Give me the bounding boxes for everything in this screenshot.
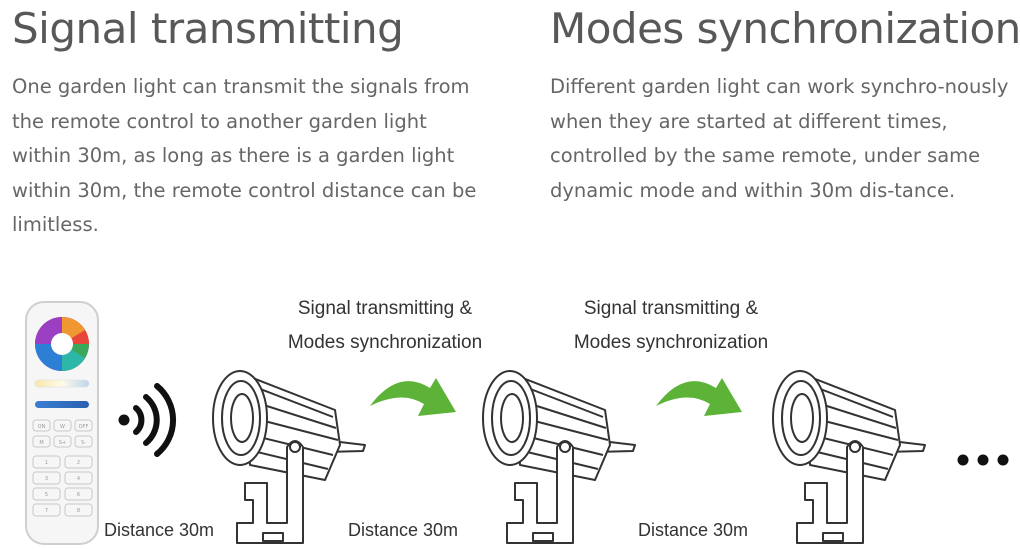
garden-light-icon <box>482 370 636 544</box>
remote-button-label: W <box>60 424 65 430</box>
remote-button-label: 6 <box>77 492 80 498</box>
remote-button-label: 3 <box>45 476 48 482</box>
modes-synchronization-section: Modes synchronization Different garden l… <box>550 0 1020 208</box>
signal-transmitting-description: One garden light can transmit the signal… <box>12 75 477 236</box>
wireless-signal-icon <box>118 383 176 457</box>
ellipsis-icon <box>957 454 1009 466</box>
remote-button-label: OFF <box>79 424 89 430</box>
remote-button-label: ON <box>38 424 46 430</box>
signal-transmitting-title: Signal transmitting <box>12 4 404 53</box>
remote-button-label: 7 <box>45 508 48 514</box>
modes-synchronization-description: Different garden light can work synchro-… <box>550 75 1009 202</box>
remote-button-label: 4 <box>77 476 80 482</box>
garden-light-icon <box>212 370 366 544</box>
remote-control-icon: ON W OFF M S+ S- 1 2 3 4 5 6 7 8 <box>25 301 99 545</box>
caption-signal-modes-2: Signal transmitting & Modes synchronizat… <box>548 292 794 360</box>
distance-label-2: Distance 30m <box>348 520 459 540</box>
caption-line-2: Modes synchronization <box>573 332 769 353</box>
remote-button-label: S+ <box>59 440 66 446</box>
remote-button-label: 8 <box>77 508 80 514</box>
remote-button-label: 2 <box>77 460 80 466</box>
garden-light-icon <box>772 370 926 544</box>
caption-line-1: Signal transmitting & <box>583 298 759 319</box>
caption-signal-modes-1: Signal transmitting & Modes synchronizat… <box>262 292 508 360</box>
distance-label-3: Distance 30m <box>638 520 749 540</box>
curved-arrow-icon <box>656 378 742 416</box>
signal-transmitting-section: Signal transmitting One garden light can… <box>12 0 482 243</box>
modes-synchronization-title: Modes synchronization <box>550 4 1020 53</box>
caption-line-1: Signal transmitting & <box>297 298 473 319</box>
remote-button-label: 1 <box>45 460 48 466</box>
caption-line-2: Modes synchronization <box>287 332 483 353</box>
curved-arrow-icon <box>370 378 456 416</box>
remote-button-label: 5 <box>45 492 48 498</box>
remote-button-label: M <box>39 440 43 446</box>
distance-label-1: Distance 30m <box>104 520 215 540</box>
remote-button-label: S- <box>81 440 86 446</box>
